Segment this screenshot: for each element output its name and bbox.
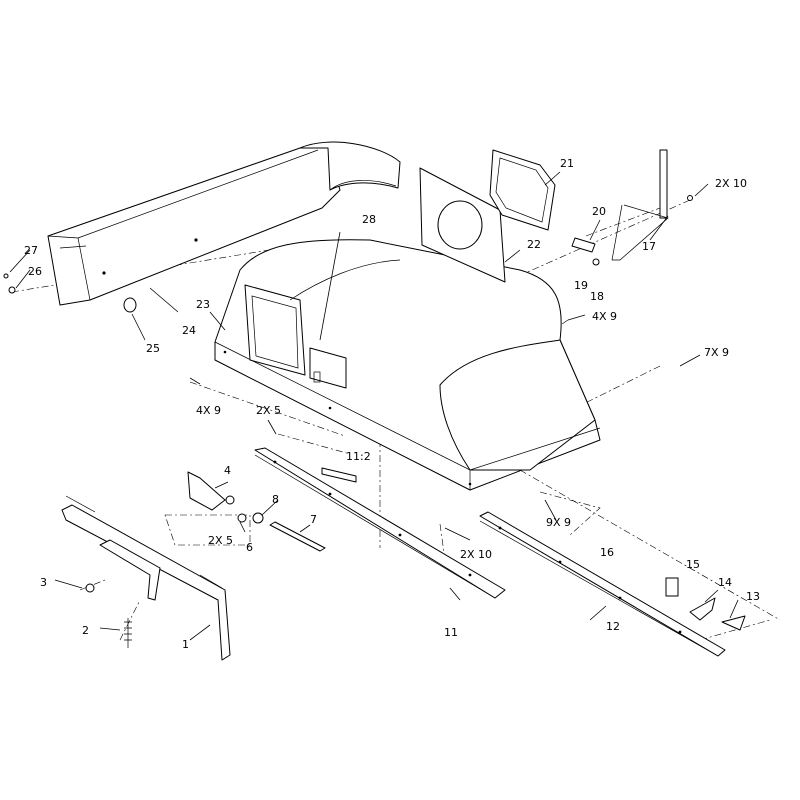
callout-25: 25 — [146, 342, 160, 355]
callout-27: 27 — [24, 244, 38, 257]
callout-24: 24 — [182, 324, 196, 337]
callout-22: 22 — [527, 238, 541, 251]
callout-1: 1 — [182, 638, 189, 651]
callout-8: 8 — [272, 493, 279, 506]
callout-4x9-right: 4X 9 — [592, 310, 617, 323]
callout-7: 7 — [310, 513, 317, 526]
callout-6: 6 — [246, 541, 253, 554]
bracket-4 — [187, 471, 235, 511]
callout-2x10-top: 2X 10 — [715, 177, 747, 190]
callout-28: 28 — [362, 213, 376, 226]
callout-19: 19 — [574, 279, 588, 292]
callout-2x5-top: 2X 5 — [256, 404, 281, 417]
decal-strip — [321, 467, 357, 483]
decal-plate — [309, 347, 347, 389]
callout-2x10-bottom: 2X 10 — [460, 548, 492, 561]
callout-9x9: 9X 9 — [546, 516, 571, 529]
callout-7x9: 7X 9 — [704, 346, 729, 359]
callout-11: 11 — [444, 626, 458, 639]
hood-cover — [214, 239, 601, 491]
callout-12: 12 — [606, 620, 620, 633]
callout-14: 14 — [718, 576, 732, 589]
callout-labels: 27 26 24 25 23 28 21 22 20 2X 10 17 19 1… — [24, 157, 760, 651]
lever-assembly — [571, 149, 693, 266]
callout-2: 2 — [82, 624, 89, 637]
callout-17: 17 — [642, 240, 656, 253]
callout-3: 3 — [40, 576, 47, 589]
callout-4x9-left: 4X 9 — [196, 404, 221, 417]
callout-18: 18 — [590, 290, 604, 303]
callout-23: 23 — [196, 298, 210, 311]
callout-2x5-bottom: 2X 5 — [208, 534, 233, 547]
callout-11-2: 11:2 — [346, 450, 371, 463]
handle-1 — [61, 495, 231, 661]
callout-4: 4 — [224, 464, 231, 477]
callout-15: 15 — [686, 558, 700, 571]
callout-13: 13 — [746, 590, 760, 603]
grommet-icon — [123, 297, 137, 313]
small-parts-13-15 — [665, 577, 746, 631]
right-rail — [479, 511, 726, 657]
discharge-chute — [47, 141, 401, 306]
mounting-plate — [419, 167, 506, 283]
left-rail — [254, 447, 506, 599]
callout-20: 20 — [592, 205, 606, 218]
nut-3 — [85, 583, 95, 593]
callout-26: 26 — [28, 265, 42, 278]
spring-2 — [124, 618, 132, 648]
chute-fasteners — [3, 273, 16, 294]
callout-16: 16 — [600, 546, 614, 559]
callout-21: 21 — [560, 157, 574, 170]
leader-lines — [9, 171, 739, 641]
bushings-6-8 — [237, 512, 326, 552]
gasket-frame — [489, 149, 556, 231]
